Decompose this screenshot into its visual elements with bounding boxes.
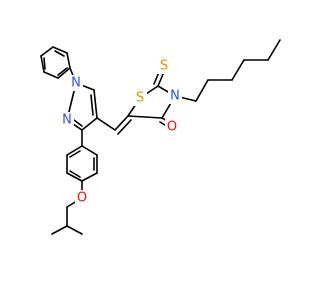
- canvas-background: [0, 0, 300, 300]
- bond: [43, 71, 59, 79]
- atom-label: N: [170, 89, 180, 104]
- bond: [66, 52, 71, 69]
- bond: [66, 145, 83, 156]
- atom-nitrogen: N: [69, 75, 83, 91]
- atom-nitrogen: N: [60, 112, 74, 128]
- phenyl-ring: [40, 46, 71, 79]
- bond: [52, 46, 68, 54]
- bond: [69, 150, 81, 158]
- atom-oxygen: O: [75, 190, 89, 206]
- bond: [66, 172, 83, 182]
- atom-label-layer: N N S S N O O: [60, 58, 182, 206]
- atom-sulfur: S: [157, 58, 171, 74]
- atom-nitrogen: N: [168, 88, 182, 104]
- atom-label: O: [167, 120, 177, 135]
- bond: [81, 172, 98, 182]
- bond: [127, 115, 163, 119]
- atom-label: S: [160, 59, 168, 74]
- bond: [40, 46, 54, 57]
- bond: [57, 67, 71, 79]
- atom-oxygen: O: [165, 119, 179, 135]
- bond: [43, 57, 46, 70]
- bond-double: [117, 119, 132, 135]
- bond: [57, 67, 68, 76]
- bond: [93, 89, 98, 119]
- hexyl-chain: [174, 39, 281, 102]
- bond: [81, 117, 98, 131]
- bond: [96, 117, 116, 131]
- atom-sulfur: S: [133, 90, 147, 106]
- bond: [54, 50, 65, 57]
- bond: [81, 145, 98, 156]
- bond: [69, 170, 81, 178]
- bond: [195, 79, 209, 102]
- bond-double: [114, 115, 129, 131]
- bond: [51, 225, 68, 235]
- bond: [40, 55, 45, 73]
- atom-label: N: [71, 76, 81, 91]
- bond: [267, 39, 281, 61]
- bond: [66, 225, 83, 235]
- molecule-structure-diagram: N N S S N O O: [0, 0, 300, 300]
- atom-label: S: [136, 91, 144, 106]
- bond: [231, 59, 245, 81]
- atom-label: O: [77, 191, 87, 206]
- benzene-ring: [66, 145, 98, 182]
- atom-label: N: [62, 113, 72, 128]
- bond: [90, 94, 94, 116]
